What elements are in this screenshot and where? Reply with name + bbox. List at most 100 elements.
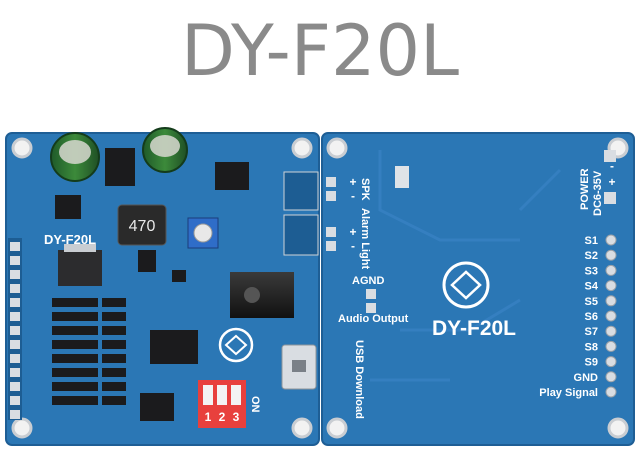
power-label: POWER (579, 168, 591, 210)
pin-pad (605, 234, 617, 246)
resistor (102, 354, 126, 363)
pin-pad (605, 371, 617, 383)
terminal-pin (10, 382, 20, 391)
ic-chip (105, 148, 135, 186)
smd-component (138, 250, 156, 272)
resistor (102, 340, 126, 349)
power-pad (604, 192, 616, 204)
terminal-pin (10, 242, 20, 251)
mount-hole (326, 137, 348, 159)
connector-pad (326, 191, 336, 201)
resistor (102, 298, 126, 307)
pin-label: S7 (585, 326, 598, 338)
smd-component (172, 270, 186, 282)
resistor (102, 326, 126, 335)
ic-chip (140, 393, 174, 421)
mount-hole (11, 137, 33, 159)
terminal-pin (10, 410, 20, 419)
pin-pad (605, 386, 617, 398)
resistor (102, 368, 126, 377)
dip-number: 1 (205, 410, 212, 424)
mount-hole (291, 417, 313, 439)
dip-number: 2 (219, 410, 226, 424)
pin-label: S1 (585, 235, 598, 247)
terminal-pin (10, 340, 20, 349)
terminal-pin (10, 284, 20, 293)
audio-jack (230, 272, 294, 318)
power-pad (604, 150, 616, 162)
resistor (52, 368, 98, 377)
test-pad (395, 166, 409, 188)
resistor (102, 396, 126, 405)
pin-pad (605, 340, 617, 352)
mount-hole (11, 417, 33, 439)
mount-hole (291, 137, 313, 159)
audio-output-label: Audio Output (338, 313, 409, 325)
front-board-label: DY-F20L (44, 232, 96, 247)
resistor (52, 298, 98, 307)
main-ic (150, 330, 198, 364)
terminal-block (283, 214, 319, 256)
pin-label: S4 (585, 281, 599, 293)
pin-pad (605, 295, 617, 307)
pin-label: Play Signal (539, 387, 598, 399)
logo-mark (218, 327, 254, 363)
resistor (52, 312, 98, 321)
back-board-model: DY-F20L (432, 317, 516, 340)
spk-label: SPK (359, 178, 371, 201)
pin-label: S6 (585, 311, 598, 323)
terminal-pin (10, 354, 20, 363)
resistor (102, 312, 126, 321)
front-board: 470 DY-F20L ON 1 2 3 (5, 127, 320, 446)
pin-pad (605, 280, 617, 292)
polarity-mark: - (351, 189, 355, 203)
power-voltage-label: DC6-35V (592, 170, 604, 216)
mount-hole (607, 417, 629, 439)
terminal-pin (10, 396, 20, 405)
alarm-light-label: Alarm Light (359, 208, 371, 269)
agnd-pad (366, 289, 376, 299)
resistor (52, 382, 98, 391)
product-title: DY-F20L (181, 10, 459, 92)
dip-on-label: ON (249, 396, 261, 413)
agnd-pad (366, 303, 376, 313)
resistor (52, 354, 98, 363)
voltage-regulator (58, 250, 102, 286)
dip-number: 3 (233, 410, 240, 424)
resistor-bank (52, 298, 126, 405)
terminal-pin (10, 256, 20, 265)
polarity-mark: + (349, 175, 356, 189)
logo-mark (442, 261, 490, 309)
connector-pad (326, 177, 336, 187)
terminal-pin (10, 368, 20, 377)
resistor (52, 326, 98, 335)
pin-label: S9 (585, 357, 598, 369)
terminal-pin (10, 270, 20, 279)
resistor (52, 396, 98, 405)
inductor-label: 470 (129, 218, 156, 235)
mount-hole (326, 417, 348, 439)
resistor (102, 382, 126, 391)
usb-download-label: USB Download (353, 340, 365, 419)
pin-pad (605, 325, 617, 337)
pin-pad (605, 249, 617, 261)
back-board: SPK Alarm Light + - + - AGND Audio Outpu… (321, 132, 635, 446)
agnd-label: AGND (352, 275, 384, 287)
pin-label: S3 (585, 265, 598, 277)
terminal-pin (10, 298, 20, 307)
pin-label: S2 (585, 250, 598, 262)
resistor (52, 340, 98, 349)
pin-label: S5 (585, 296, 598, 308)
polarity-mark: - (351, 239, 355, 253)
terminal-pin (10, 312, 20, 321)
polarity-mark: + (349, 225, 356, 239)
terminal-pin (10, 326, 20, 335)
pin-label: S8 (585, 341, 598, 353)
polarity-mark: + (608, 175, 615, 189)
connector-pad (326, 241, 336, 251)
ic-chip (215, 162, 249, 190)
polarity-mark: - (610, 159, 614, 173)
